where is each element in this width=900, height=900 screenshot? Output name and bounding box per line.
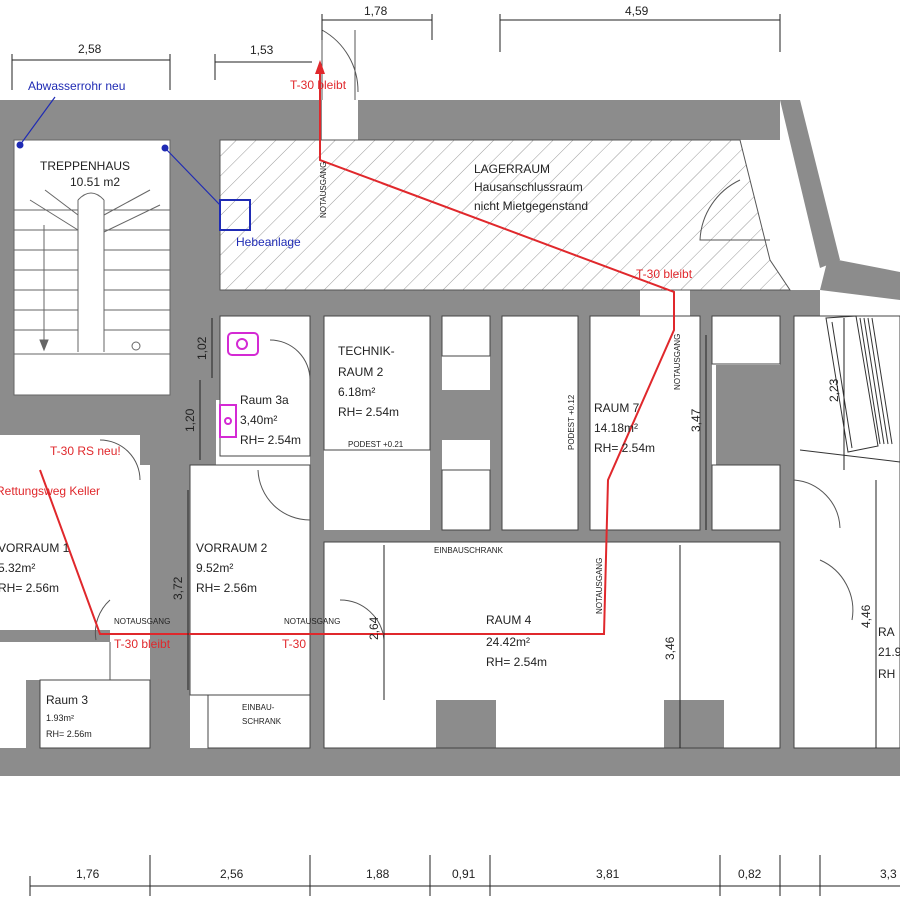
podest-technik: PODEST +0.21 xyxy=(348,440,404,449)
dim-top-3: 2,58 xyxy=(78,42,102,56)
raum7-height: RH= 2.54m xyxy=(594,441,655,455)
escape-route xyxy=(39,60,675,635)
dim-bottom-6: 0,82 xyxy=(738,867,762,881)
dim-bottom-4: 0,91 xyxy=(452,867,476,881)
lagerraum-hatch xyxy=(219,139,791,291)
wc-icon xyxy=(227,332,259,356)
hebeanlage-label: Hebeanlage xyxy=(236,235,301,249)
lagerraum-line2: Hausanschlussraum xyxy=(474,180,583,194)
raum7-name: RAUM 7 xyxy=(594,401,640,415)
sanitary-fixtures xyxy=(219,332,259,438)
window-element xyxy=(799,315,900,463)
einbau-line1: EINBAU- xyxy=(242,703,275,712)
dim-top-1: 1,78 xyxy=(364,4,388,18)
dimension-labels: 1,78 4,59 2,58 1,53 1,76 2,56 1,88 0,91 … xyxy=(76,4,897,881)
raum3-area: 1.93m² xyxy=(46,713,74,723)
einbau-line2: SCHRANK xyxy=(242,717,282,726)
notausgang-mid: NOTAUSGANG xyxy=(284,617,340,626)
dim-inner-8: 4,46 xyxy=(859,604,873,628)
notausgang-raum7: NOTAUSGANG xyxy=(673,334,682,390)
dim-bottom-3: 1,88 xyxy=(366,867,390,881)
abwasser-label: Abwasserrohr neu xyxy=(28,79,125,93)
vorraum2-name: VORRAUM 2 xyxy=(196,541,268,555)
raum3-height: RH= 2.56m xyxy=(46,729,92,739)
dim-top-4: 1,53 xyxy=(250,43,274,57)
dim-bottom-7: 3,3 xyxy=(880,867,897,881)
raum3a-area: 3,40m² xyxy=(240,413,277,427)
interior-lines xyxy=(39,315,900,749)
raum4-area: 24.42m² xyxy=(486,635,530,649)
vorraum1-height: RH= 2.56m xyxy=(0,581,59,595)
dim-inner-1: 1,02 xyxy=(195,336,209,360)
technik-area: 6.18m² xyxy=(338,385,375,399)
lagerraum-line3: nicht Mietgegenstand xyxy=(474,199,588,213)
notausgang-top: NOTAUSGANG xyxy=(319,162,328,218)
dim-bottom-5: 3,81 xyxy=(596,867,620,881)
raum3-name: Raum 3 xyxy=(46,693,88,707)
washbasin-icon xyxy=(219,404,237,438)
raum-right-height: RH xyxy=(878,667,895,681)
treppenhaus-area: 10.51 m2 xyxy=(70,175,120,189)
dim-bottom-1: 1,76 xyxy=(76,867,100,881)
t30-rs-neu: T-30 RS neu! xyxy=(50,444,121,458)
rettungsweg-label: Rettungsweg Keller xyxy=(0,484,100,498)
raum7-area: 14.18m² xyxy=(594,421,638,435)
t30-bleibt-bottom: T-30 bleibt xyxy=(114,637,171,651)
vorraum2-area: 9.52m² xyxy=(196,561,233,575)
raum4-height: RH= 2.54m xyxy=(486,655,547,669)
dim-inner-3: 3,72 xyxy=(171,576,185,600)
staircase xyxy=(13,139,171,396)
raum-right-name: RA xyxy=(878,625,895,639)
dimension-lines xyxy=(11,14,900,896)
hebeanlage-marker xyxy=(16,96,251,231)
dim-top-2: 4,59 xyxy=(625,4,649,18)
t30-label: T-30 xyxy=(282,637,306,651)
raum3a-name: Raum 3a xyxy=(240,393,289,407)
lagerraum-name: LAGERRAUM xyxy=(474,162,550,176)
door-swings xyxy=(94,29,854,690)
dim-inner-7: 2,23 xyxy=(827,378,841,402)
vorraum1-area: 5.32m² xyxy=(0,561,35,575)
dim-bottom-2: 2,56 xyxy=(220,867,244,881)
treppenhaus-name: TREPPENHAUS xyxy=(40,159,130,173)
dim-inner-5: 3,47 xyxy=(689,408,703,432)
raum-right-area: 21.9 xyxy=(878,645,900,659)
technik-name2: RAUM 2 xyxy=(338,365,384,379)
dim-inner-6: 3,46 xyxy=(663,636,677,660)
t30-bleibt-top: T-30 bleibt xyxy=(290,78,347,92)
vorraum2-height: RH= 2.56m xyxy=(196,581,257,595)
room-labels: TREPPENHAUS 10.51 m2 LAGERRAUM Hausansch… xyxy=(0,159,900,739)
raum3a-height: RH= 2.54m xyxy=(240,433,301,447)
einbauschrank-label: EINBAUSCHRANK xyxy=(434,546,504,555)
raum4-name: RAUM 4 xyxy=(486,613,532,627)
notausgang-raum4: NOTAUSGANG xyxy=(595,558,604,614)
dim-inner-2: 1,20 xyxy=(183,408,197,432)
t30-bleibt-mid: T-30 bleibt xyxy=(636,267,693,281)
podest-012: PODEST +0.12 xyxy=(567,394,576,450)
technik-height: RH= 2.54m xyxy=(338,405,399,419)
dim-inner-4: 2,64 xyxy=(367,616,381,640)
technik-name1: TECHNIK- xyxy=(338,344,395,358)
walls xyxy=(0,100,900,776)
annotations: Abwasserrohr neu Hebeanlage T-30 bleibt … xyxy=(0,78,693,726)
notausgang-left: NOTAUSGANG xyxy=(114,617,170,626)
vorraum1-name: VORRAUM 1 xyxy=(0,541,70,555)
